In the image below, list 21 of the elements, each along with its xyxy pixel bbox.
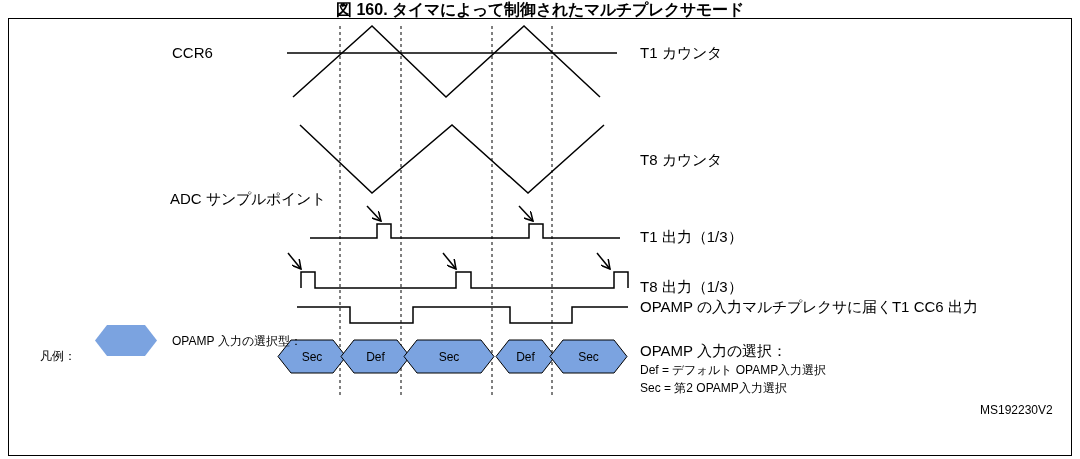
signal-label: T8 カウンタ: [640, 151, 722, 170]
legend-title: 凡例：: [40, 348, 76, 365]
state-label: Def: [365, 349, 386, 364]
legend-note: Def = デフォルト OPAMP入力選択: [640, 362, 827, 379]
state-label: Sec: [300, 349, 324, 364]
signal-label: OPAMP の入力マルチプレクサに届くT1 CC6 出力: [640, 298, 978, 317]
legend-label: OPAMP 入力の選択型：: [172, 333, 302, 350]
figure-id: MS192230V2: [980, 403, 1053, 417]
legend-note: Sec = 第2 OPAMP入力選択: [640, 380, 787, 397]
signal-label: CCR6: [172, 44, 213, 61]
signal-label: T1 カウンタ: [640, 44, 722, 63]
legend-heading: OPAMP 入力の選択：: [640, 342, 787, 361]
state-label: Def: [515, 349, 536, 364]
signal-label: T1 出力（1/3）: [640, 228, 743, 247]
annotation-label: ADC サンプルポイント: [170, 190, 326, 209]
state-hexagon: [403, 339, 495, 374]
state-label: Sec: [437, 349, 461, 364]
state-hexagon: [549, 339, 628, 374]
state-label: Sec: [577, 349, 600, 364]
figure-title: 図 160. タイマによって制御されたマルチプレクサモード: [335, 0, 745, 20]
signal-label: T8 出力（1/3）: [640, 278, 743, 297]
